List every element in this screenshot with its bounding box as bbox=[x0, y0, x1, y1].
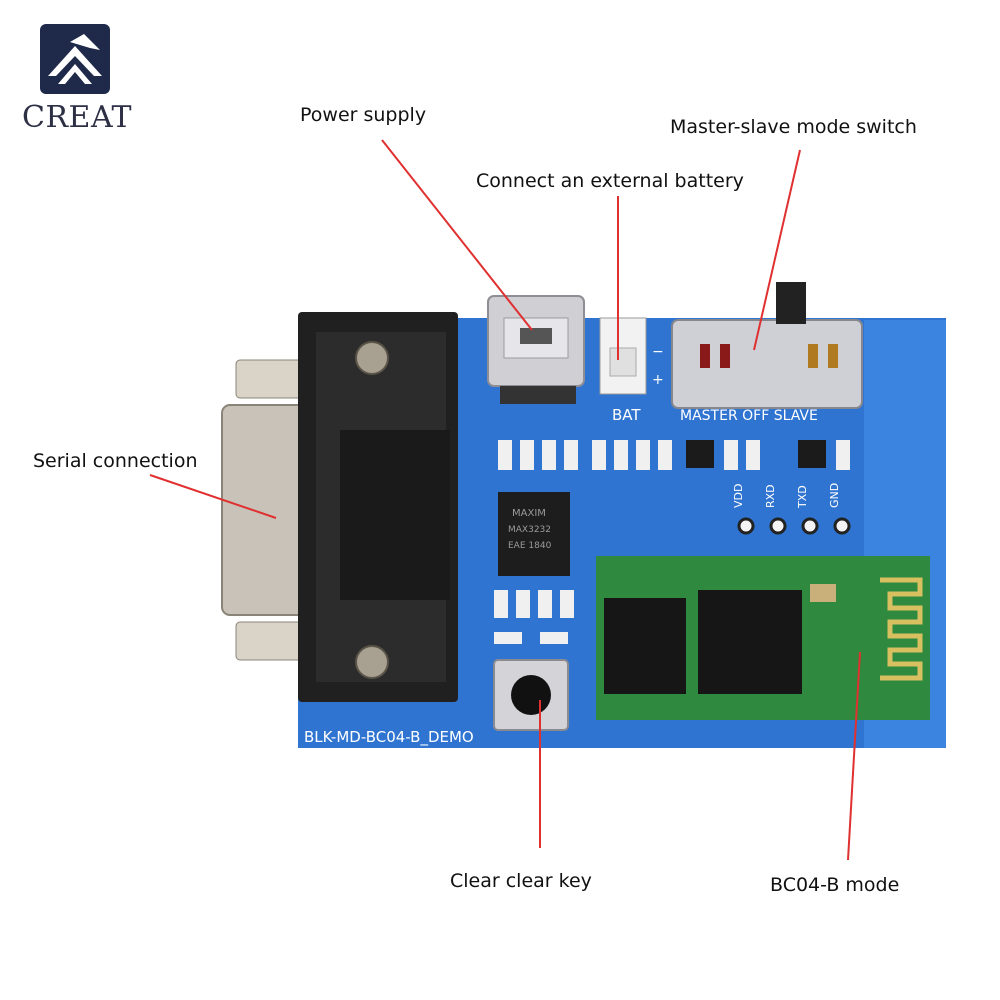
board-name-label: BLK-MD-BC04-B_DEMO bbox=[304, 728, 474, 747]
db9-connector bbox=[221, 312, 458, 702]
mini-usb-port bbox=[487, 295, 585, 404]
svg-text:EAE 1840: EAE 1840 bbox=[508, 541, 552, 551]
switch-positions-label: MASTER OFF SLAVE bbox=[680, 408, 818, 424]
clear-key-label: Clear clear key bbox=[450, 870, 592, 892]
svg-text:RXD: RXD bbox=[764, 484, 777, 508]
annotation-lines bbox=[149, 139, 861, 861]
max3232-chip: MAXIM MAX3232 EAE 1840 bbox=[498, 492, 570, 576]
smd-components-lower bbox=[494, 590, 574, 644]
bat-label: BAT bbox=[612, 406, 641, 424]
external-battery-label: Connect an external battery bbox=[476, 170, 744, 192]
svg-text:TXD: TXD bbox=[796, 485, 809, 509]
power-supply-label: Power supply bbox=[300, 104, 427, 126]
pin-header: VDD RXD TXD GND bbox=[732, 483, 851, 535]
brand-name: CREAT bbox=[22, 100, 132, 135]
svg-text:GND: GND bbox=[828, 483, 841, 508]
transistor-1 bbox=[686, 440, 714, 468]
battery-connector: − + bbox=[599, 317, 664, 395]
smd-components bbox=[498, 440, 850, 470]
mode-slide-switch bbox=[671, 282, 863, 409]
bc04b-mode-label: BC04-B mode bbox=[770, 874, 900, 896]
svg-text:MAX3232: MAX3232 bbox=[508, 525, 551, 535]
svg-text:VDD: VDD bbox=[732, 484, 745, 508]
serial-connection-label: Serial connection bbox=[33, 450, 198, 472]
svg-text:+: + bbox=[652, 372, 664, 388]
svg-text:MAXIM: MAXIM bbox=[512, 508, 546, 519]
clear-key-button bbox=[493, 659, 569, 731]
transistor-2 bbox=[798, 440, 826, 468]
mode-switch-label: Master-slave mode switch bbox=[670, 116, 917, 138]
svg-text:−: − bbox=[652, 344, 664, 360]
bc04b-module bbox=[596, 556, 930, 720]
creat-logo-icon bbox=[40, 24, 110, 94]
